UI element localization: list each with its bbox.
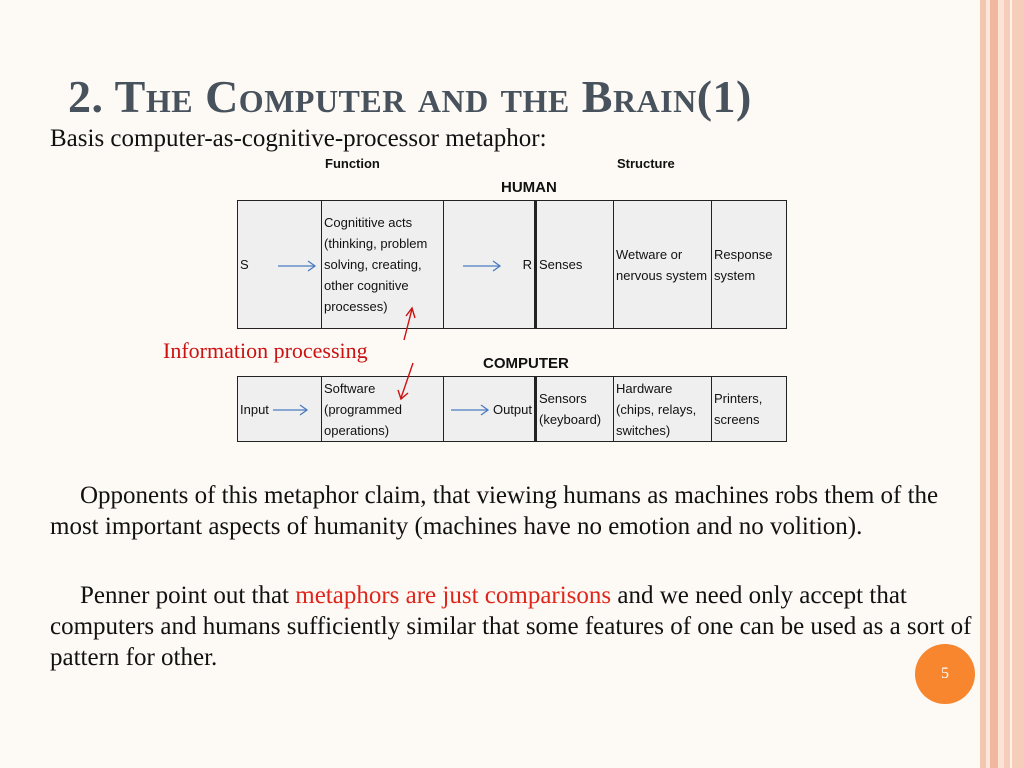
page-number-badge: 5 (915, 644, 975, 704)
human-senses-cell: Senses (534, 200, 614, 329)
human-stimulus: S (240, 257, 249, 272)
decor-stripe (1010, 0, 1012, 768)
human-response: R (522, 257, 532, 272)
right-arrow-icon (450, 404, 490, 416)
penner-text-end: and we need only accept that computers a… (50, 582, 972, 671)
human-heading: HUMAN (501, 179, 557, 196)
decor-stripe (998, 0, 1004, 768)
intro-text: Basis computer-as-cognitive-processor me… (50, 125, 547, 152)
right-arrow-icon (278, 260, 317, 272)
right-arrow-icon (462, 260, 502, 272)
human-function-cell: Cognititive acts (thinking, problem solv… (321, 200, 444, 329)
highlighted-phrase: metaphors are just comparisons (295, 582, 612, 609)
human-structure-cell: Wetware or nervous system (613, 200, 712, 329)
computer-structure-cell: Hardware (chips, relays, switches) (613, 376, 712, 442)
slide-title: 2. The Computer and the Brain(1) (68, 71, 752, 122)
computer-function-cell: Software (programmed operations) (321, 376, 444, 442)
paragraph-opponents: Opponents of this metaphor claim, that v… (50, 482, 939, 540)
paragraph-penner: Penner point out that metaphors are just… (50, 580, 980, 673)
computer-input-cell: Input (237, 376, 322, 442)
decor-stripe (980, 0, 986, 768)
decor-stripe (1004, 0, 1024, 768)
function-column-heading: Function (325, 156, 380, 171)
penner-text-start: Penner point out that (80, 582, 296, 609)
human-stimulus-cell: S (237, 200, 322, 329)
decor-stripe (986, 0, 990, 768)
structure-column-heading: Structure (617, 156, 675, 171)
computer-table: Input Software (programmed operations) O… (237, 376, 787, 442)
human-response-cell: R (443, 200, 536, 329)
human-table: S Cognititive acts (thinking, problem so… (237, 200, 787, 329)
computer-sensors-cell: Sensors (keyboard) (534, 376, 614, 442)
right-arrow-icon (272, 404, 309, 416)
computer-output: Output (492, 401, 532, 417)
information-processing-label: Information processing (163, 338, 368, 363)
computer-heading: COMPUTER (483, 355, 569, 372)
decor-stripe (990, 0, 998, 768)
computer-input: Input (240, 401, 269, 417)
human-output-system-cell: Response system (711, 200, 787, 329)
page-number: 5 (941, 665, 949, 682)
computer-output-system-cell: Printers, screens (711, 376, 787, 442)
computer-output-cell: Output (443, 376, 536, 442)
